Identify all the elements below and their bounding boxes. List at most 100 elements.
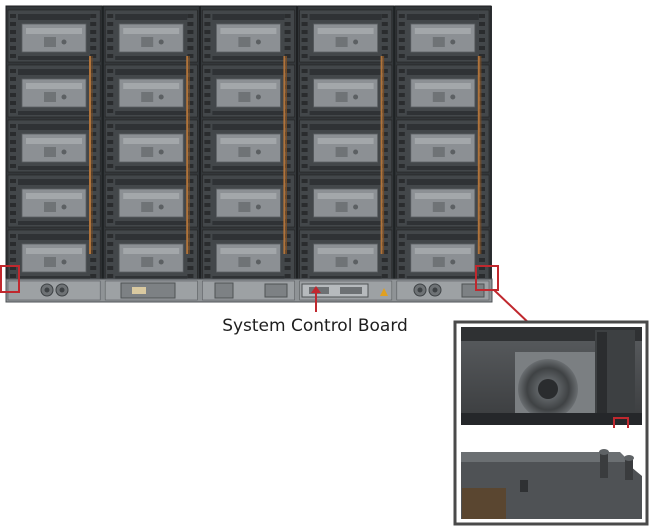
module-connector (44, 202, 56, 212)
module-screw (353, 259, 359, 265)
module-vent (284, 187, 291, 191)
module-vent (284, 54, 291, 58)
module-vent (381, 69, 388, 73)
module-vent (381, 203, 388, 207)
module-vent (398, 156, 405, 160)
module-footer (309, 221, 382, 225)
module-vent (204, 77, 211, 81)
module-panel-strip (123, 193, 180, 199)
module-vent (204, 156, 211, 160)
module-vent (479, 258, 485, 262)
module-footer (406, 166, 479, 170)
module-vent (398, 148, 405, 152)
module-vent (479, 274, 485, 278)
module-vent (10, 124, 16, 128)
module-vent (10, 258, 16, 262)
module-vent (479, 132, 485, 136)
module-vent (187, 274, 194, 278)
module-screw (450, 259, 456, 265)
module-vent (284, 101, 291, 105)
module-footer (18, 56, 90, 60)
module-vent (90, 258, 97, 262)
control-board-ports (340, 287, 362, 294)
module-vent (90, 109, 97, 113)
module-header (18, 234, 90, 240)
module-vent (479, 234, 485, 238)
module-footer (18, 166, 90, 170)
module-header (18, 69, 90, 75)
module-footer (406, 276, 479, 280)
module-vent (479, 211, 485, 215)
module-panel-strip (123, 138, 180, 144)
module-vent (187, 22, 194, 26)
module-connector (432, 92, 445, 102)
module-vent (381, 179, 388, 183)
module-vent (90, 156, 97, 160)
module-vent (107, 101, 114, 105)
module-vent (187, 132, 194, 136)
module-connector (44, 147, 56, 157)
module-vent (107, 69, 114, 73)
power-box (120, 282, 176, 299)
module-vent (284, 148, 291, 152)
module-vent (187, 156, 194, 160)
module-screw (61, 204, 67, 210)
module-panel-strip (220, 193, 277, 199)
module-vent (187, 140, 194, 144)
module-vent (10, 140, 16, 144)
module-vent (90, 203, 97, 207)
module-vent (10, 250, 16, 254)
module-vent (204, 22, 211, 26)
module-vent (10, 148, 16, 152)
module-vent (398, 132, 405, 136)
module-header (212, 234, 285, 240)
module-vent (381, 250, 388, 254)
module-vent (284, 22, 291, 26)
module-vent (107, 109, 114, 113)
module-vent (398, 234, 405, 238)
module-vent (187, 258, 194, 262)
module-vent (10, 69, 16, 73)
module-vent (398, 250, 405, 254)
module-vent (10, 14, 16, 18)
module-vent (284, 274, 291, 278)
warning-label (380, 288, 388, 296)
module-vent (90, 140, 97, 144)
module-vent (204, 140, 211, 144)
module-vent (398, 101, 405, 105)
module-panel-strip (26, 193, 82, 199)
module-vent (381, 46, 388, 50)
module-vent (187, 38, 194, 42)
module-vent (301, 140, 308, 144)
module-vent (301, 85, 308, 89)
module-vent (10, 132, 16, 136)
module-header (212, 179, 285, 185)
module-vent (90, 242, 97, 246)
module-connector (335, 37, 348, 47)
module-vent (398, 195, 405, 199)
module-screw (158, 149, 164, 155)
module-vent (107, 124, 114, 128)
module-vent (187, 69, 194, 73)
module-header (115, 14, 188, 20)
module-vent (398, 77, 405, 81)
module-vent (204, 203, 211, 207)
module-connector (238, 92, 251, 102)
module-vent (284, 30, 291, 34)
module-vent (187, 101, 194, 105)
module-footer (115, 221, 188, 225)
module-screw (61, 259, 67, 265)
module-vent (479, 46, 485, 50)
module-vent (10, 156, 16, 160)
module-vent (301, 203, 308, 207)
module-panel-strip (26, 28, 82, 34)
module-vent (301, 38, 308, 42)
module-vent (204, 148, 211, 152)
module-vent (187, 250, 194, 254)
module-vent (204, 234, 211, 238)
rail-knob-center (432, 287, 438, 293)
module-vent (90, 132, 97, 136)
module-header (18, 124, 90, 130)
module-vent (107, 156, 114, 160)
module-vent (90, 38, 97, 42)
